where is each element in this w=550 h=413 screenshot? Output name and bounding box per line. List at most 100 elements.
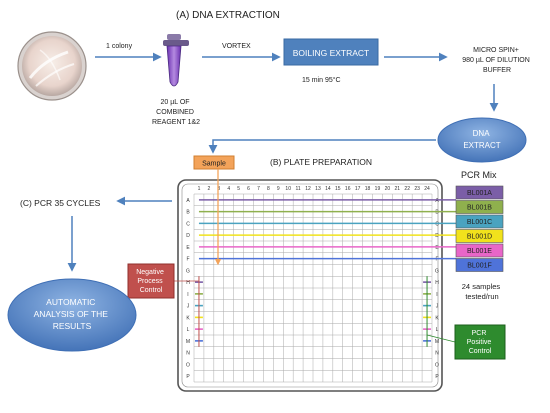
column-label: 1 [198,186,201,192]
colony-label: 1 colony [106,43,133,50]
row-label-left: E [186,245,190,251]
mix-legend-label: BL001F [467,263,492,270]
row-label-right: N [435,351,439,357]
mix-legend-box [455,214,504,229]
column-label: 3 [217,186,220,192]
column-label: 11 [296,186,301,192]
plate-grid [193,193,433,383]
petri-dish-icon [17,31,87,101]
row-label-right: P [435,374,439,380]
column-label: 9 [277,186,280,192]
negative-control-box [127,263,175,299]
automatic-analysis-text: AUTOMATIC ANALYSIS OF THE RESULTS [34,297,111,331]
column-label: 10 [285,186,291,192]
mix-legend-box [455,258,504,272]
row-label-right: E [435,245,439,251]
column-label: 24 [424,186,430,192]
column-label: 13 [315,186,321,192]
row-label-right: H [435,280,439,286]
boiling-extract-box [283,38,379,66]
column-label: 8 [267,186,270,192]
row-label-right: I [436,292,437,298]
column-label: 7 [257,186,260,192]
row-label-right: B [435,210,439,216]
column-label: 15 [335,186,341,192]
column-label: 23 [414,186,420,192]
row-label-left: B [186,210,190,216]
pcr-mix-legend: BL001A BL001B BL001C BL001D BL001E BL001F [455,185,504,272]
mix-legend-label: BL001B [467,205,492,212]
mix-lines [174,199,456,347]
mix-legend-box [455,185,504,200]
automatic-analysis-ellipse [7,278,137,352]
row-label-left: L [187,327,190,333]
column-label: 20 [385,186,391,192]
column-label: 19 [375,186,381,192]
row-label-left: G [186,268,190,274]
column-label: 18 [365,186,371,192]
row-label-left: N [186,351,190,357]
column-label: 4 [227,186,230,192]
mix-legend-box [455,200,504,214]
dna-extract-ellipse [437,117,527,163]
section-b-title: (B) PLATE PREPARATION [270,157,372,167]
positive-control-connector [426,334,456,343]
positive-control-label: PCR Positive Control [467,330,493,355]
row-label-left: K [186,315,190,321]
row-label-left: M [186,339,190,345]
section-c-title: (C) PCR 35 CYCLES [20,198,101,208]
column-label: 6 [247,186,250,192]
column-label: 21 [395,186,401,192]
row-label-left: J [187,304,190,310]
row-label-right: F [435,257,438,263]
arrow-extract-to-plate [208,139,436,154]
section-a-title: (A) DNA EXTRACTION [176,10,280,21]
row-label-left: D [186,233,190,239]
row-label-right: J [436,304,439,310]
mix-legend-label: BL001E [467,248,492,255]
mix-legend-box [455,229,504,243]
row-label-right: G [435,268,439,274]
row-label-right: D [435,233,439,239]
pcr-mix-title: PCR Mix [461,170,497,180]
row-label-left: A [186,198,190,204]
row-label-left: C [186,221,190,227]
column-label: 17 [355,186,361,192]
sample-box [193,155,235,170]
row-label-right: A [435,198,439,204]
column-label: 16 [345,186,351,192]
spin-text: MICRO SPIN+ 980 µL OF DILUTION BUFFER [462,47,532,74]
row-label-right: L [436,327,439,333]
positive-control-box [454,324,506,360]
vortex-label: VORTEX [222,43,251,50]
row-label-right: O [435,362,439,368]
mix-legend-label: BL001D [467,234,492,241]
column-label: 5 [237,186,240,192]
microtube-icon [163,34,189,87]
boiling-extract-label: BOILING EXTRACT [293,48,370,58]
row-label-right: M [435,339,439,345]
mix-legend-box [455,243,504,258]
sample-label: Sample [202,161,226,168]
row-label-left: F [186,257,189,263]
samples-per-run-text: 24 samples tested/run [462,282,502,301]
reagent-text: 20 µL OF COMBINED REAGENT 1&2 [152,99,200,126]
column-label: 22 [404,186,410,192]
row-label-right: C [435,221,439,227]
mix-legend-label: BL001A [467,190,492,197]
negative-control-label: Negative Process Control [136,269,166,294]
mix-legend-label: BL001C [467,219,492,226]
boiling-time: 15 min 95°C [302,76,341,84]
dna-extract-text: DNA EXTRACT [463,129,500,150]
row-label-left: H [186,280,190,286]
column-label: 2 [207,186,210,192]
row-label-right: K [435,315,439,321]
row-label-left: P [186,374,190,380]
row-label-left: O [186,362,190,368]
row-label-left: I [187,292,188,298]
column-label: 12 [305,186,311,192]
